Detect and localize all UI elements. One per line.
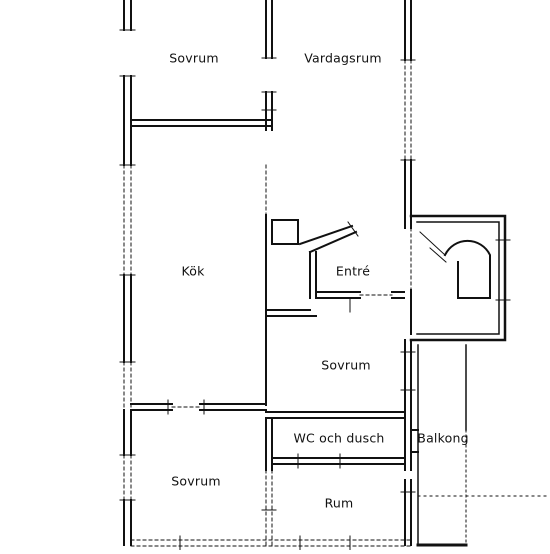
wall-kok-sovrum (130, 399, 267, 415)
wall-sovrum-vardagsrum (261, 0, 277, 131)
room-label-balkong: Balkong (417, 430, 469, 446)
wall-sovrum-kok (130, 119, 273, 127)
entre-walls (265, 251, 405, 317)
stairwell (409, 214, 511, 342)
room-label-rum: Rum (324, 495, 354, 511)
room-label-sovrum-bottom: Sovrum (171, 473, 221, 489)
wall-sovrum-rum (261, 469, 277, 546)
west-wall (119, 0, 136, 546)
entre-diagonal-wall (298, 221, 359, 254)
balkong-outline (416, 344, 550, 547)
room-label-sovrum-mid: Sovrum (321, 357, 371, 373)
wall-sovrum-wc (265, 411, 406, 419)
east-wall-lower (400, 339, 416, 546)
room-label-sovrum-top: Sovrum (169, 50, 219, 66)
room-label-vardagsrum: Vardagsrum (304, 50, 382, 66)
closet (271, 219, 299, 245)
east-wall-upper (400, 0, 416, 229)
room-label-wc: WC och dusch (293, 430, 385, 446)
room-label-entre: Entré (335, 263, 371, 279)
room-label-kok: Kök (181, 263, 205, 279)
wc-walls (265, 417, 419, 471)
south-wall (130, 535, 412, 551)
